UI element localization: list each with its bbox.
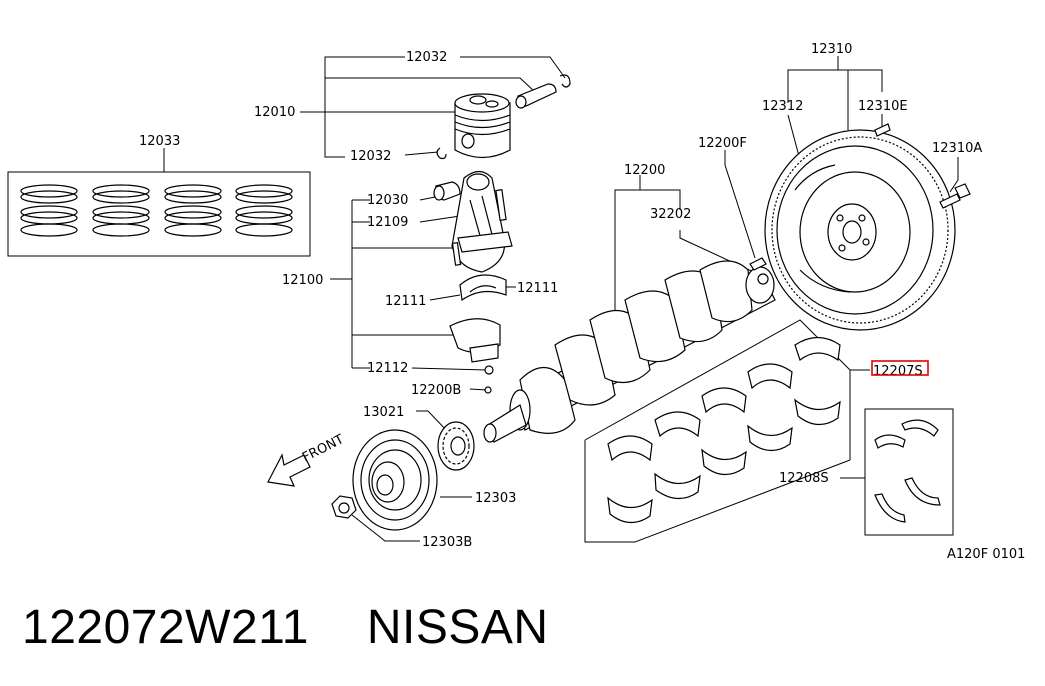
callout-13021: 13021 bbox=[363, 405, 404, 420]
callout-12032-upper: 12032 bbox=[406, 50, 447, 65]
conrod-nut bbox=[484, 365, 494, 375]
callout-12310A: 12310A bbox=[932, 141, 982, 156]
callout-12112: 12112 bbox=[367, 361, 408, 376]
callout-12033: 12033 bbox=[139, 134, 180, 149]
callout-12200B: 12200B bbox=[411, 383, 461, 398]
callout-12200F: 12200F bbox=[698, 136, 747, 151]
connecting-rod bbox=[451, 170, 513, 273]
piston-pin-bushing bbox=[433, 181, 461, 201]
diagram-code: A120F 0101 bbox=[947, 547, 1025, 562]
pilot-bushing bbox=[757, 273, 769, 285]
part-number: 122072W211 bbox=[22, 601, 309, 654]
callout-32202: 32202 bbox=[650, 207, 691, 222]
callout-12303: 12303 bbox=[475, 491, 516, 506]
crankshaft bbox=[483, 260, 776, 443]
callout-12010: 12010 bbox=[254, 105, 295, 120]
piston bbox=[454, 93, 511, 159]
main-bearing-set bbox=[607, 336, 841, 524]
callout-12032-lower: 12032 bbox=[350, 149, 391, 164]
front-arrow: FRONT bbox=[267, 432, 346, 487]
caption: 122072W211 NISSAN bbox=[22, 596, 549, 660]
pulley-bolt bbox=[331, 495, 357, 519]
crank-pulley bbox=[352, 429, 438, 531]
brand-name: NISSAN bbox=[366, 601, 549, 654]
callout-labels: 12032 12010 12032 12033 12030 12109 1210… bbox=[139, 42, 1025, 562]
parts-diagram: FRONT 1 bbox=[7, 42, 1025, 562]
piston-rings-set bbox=[7, 171, 311, 257]
callout-12207S: 12207S bbox=[873, 364, 923, 379]
pilot-bushing-bolt bbox=[484, 386, 492, 394]
flywheel-bolt bbox=[939, 183, 971, 209]
flywheel bbox=[764, 129, 956, 331]
callout-12030: 12030 bbox=[367, 193, 408, 208]
piston-pin bbox=[515, 83, 557, 109]
callout-12100: 12100 bbox=[282, 273, 323, 288]
callout-12310: 12310 bbox=[811, 42, 852, 57]
conrod-bearing-upper bbox=[459, 274, 507, 302]
dowel-pin bbox=[749, 257, 767, 271]
callout-12208S: 12208S bbox=[779, 471, 829, 486]
front-label: FRONT bbox=[300, 432, 346, 466]
callout-12303B: 12303B bbox=[422, 535, 472, 550]
conrod-bearing-lower bbox=[449, 318, 501, 363]
callout-12109: 12109 bbox=[367, 215, 408, 230]
snap-ring-upper bbox=[559, 74, 571, 88]
thrust-washer-set bbox=[874, 419, 941, 523]
flywheel-dowel bbox=[874, 123, 891, 137]
snap-ring-lower bbox=[436, 147, 447, 160]
callout-12312: 12312 bbox=[762, 99, 803, 114]
callout-12111-right: 12111 bbox=[517, 281, 558, 296]
callout-12111-left: 12111 bbox=[385, 294, 426, 309]
highlight-box bbox=[871, 360, 929, 376]
crank-sprocket bbox=[437, 421, 475, 471]
callout-12310E: 12310E bbox=[858, 99, 908, 114]
callout-12200: 12200 bbox=[624, 163, 665, 178]
